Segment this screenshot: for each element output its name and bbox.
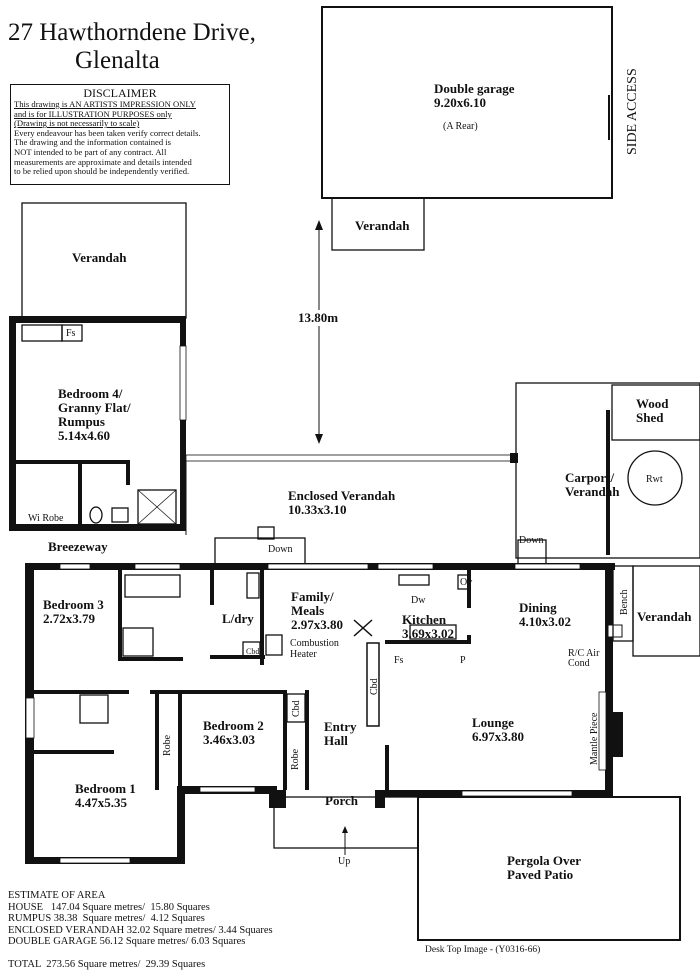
carport-label-1: Carport/ <box>565 470 614 485</box>
wood-shed-label-1: Wood <box>636 396 669 411</box>
area-garage: DOUBLE GARAGE 56.12 Square metres/ 6.03 … <box>8 936 246 947</box>
heater-label-1: Combustion <box>290 638 339 649</box>
pantry-label: P <box>460 655 466 666</box>
down-left-label: Down <box>268 544 292 555</box>
lounge-label: Lounge <box>472 715 514 730</box>
down-right-label: Down <box>519 535 543 546</box>
footer-note: Desk Top Image - (Y0316-66) <box>425 945 541 955</box>
pergola-label-1: Pergola Over <box>507 853 581 868</box>
bedroom4-label-1: Bedroom 4/ <box>58 386 123 401</box>
entry-label-1: Entry <box>324 719 357 734</box>
aircon-label-1: R/C Air <box>568 648 600 659</box>
disclaimer-underlined-1: This drawing is AN ARTISTS IMPRESSION ON… <box>14 99 196 109</box>
garage-note: (A Rear) <box>443 121 478 132</box>
fridge-space-label: Fs <box>66 328 76 339</box>
mantle-piece-label: Mantle Piece <box>589 712 600 765</box>
kitchen-label: Kitchen <box>402 612 447 627</box>
dimension-arrow: 13.80m <box>296 220 342 444</box>
heater-label-2: Heater <box>290 649 317 660</box>
disclaimer-box: DISCLAIMER This drawing is AN ARTISTS IM… <box>10 84 230 185</box>
bench-label: Bench <box>619 589 630 615</box>
kitchen-fridge-label: Fs <box>394 655 404 666</box>
up-arrow <box>342 826 348 855</box>
disclaimer-line: measurements are approximate and details… <box>14 156 192 167</box>
disclaimer-underlined-3: (Drawing is not necessarily to scale) <box>14 118 140 129</box>
laundry-cupboard-label: Cbd <box>246 647 259 656</box>
area-enclosed: ENCLOSED VERANDAH 32.02 Square metres/ 3… <box>8 924 273 936</box>
disclaimer-underlined-2: and is for ILLUSTRATION PURPOSES only <box>14 108 172 119</box>
title-line1: 27 Hawthorndene Drive, <box>8 19 256 46</box>
pergola <box>417 796 681 941</box>
area-estimate: ESTIMATE OF AREA HOUSE 147.04 Square met… <box>8 890 273 970</box>
entry-cupboard-label: Cbd <box>291 700 302 717</box>
main-house-walls <box>25 563 700 864</box>
enclosed-verandah-label: Enclosed Verandah <box>288 488 396 503</box>
pergola-label-2: Paved Patio <box>507 867 573 882</box>
bedroom3-label: Bedroom 3 <box>43 597 104 612</box>
porch-label: Porch <box>325 793 359 808</box>
garage-size: 9.20x6.10 <box>434 95 486 110</box>
bedroom1-size: 4.47x5.35 <box>75 795 128 810</box>
up-label: Up <box>338 856 350 867</box>
bedroom2-robe-label: Robe <box>290 748 301 770</box>
laundry-label: L/dry <box>222 611 254 626</box>
disclaimer-line: NOT intended to be part of any contract.… <box>14 146 167 157</box>
family-label-2: Meals <box>291 603 324 618</box>
area-rumpus: RUMPUS 38.38 Square metres/ 4.12 Squares <box>8 913 205 924</box>
rainwater-tank-label: Rwt <box>646 474 663 485</box>
double-garage: Double garage 9.20x6.10 (A Rear) <box>321 6 613 199</box>
kitchen-size: 3.69x3.02 <box>402 626 454 641</box>
aircon-label-2: Cond <box>568 658 590 669</box>
area-total: TOTAL 273.56 Square metres/ 29.39 Square… <box>8 958 206 970</box>
rear-verandah-label: Verandah <box>72 250 127 265</box>
carport-label-2: Verandah <box>565 484 620 499</box>
carport <box>515 382 700 559</box>
bedroom4-label-2: Granny Flat/ <box>58 400 131 415</box>
garage-label: Double garage <box>434 81 515 96</box>
bedroom1-label: Bedroom 1 <box>75 781 136 796</box>
enclosed-verandah-size: 10.33x3.10 <box>288 502 347 517</box>
family-label-1: Family/ <box>291 589 334 604</box>
lounge-size: 6.97x3.80 <box>472 729 524 744</box>
wi-robe-label: Wi Robe <box>28 513 64 524</box>
area-house: HOUSE 147.04 Square metres/ 15.80 Square… <box>8 901 210 913</box>
bedroom4-label-3: Rumpus <box>58 414 105 429</box>
garage-verandah <box>331 197 425 251</box>
bedroom4-size: 5.14x4.60 <box>58 428 110 443</box>
breezeway-label: Breezeway <box>48 539 108 554</box>
disclaimer-line: Every endeavour has been taken verify co… <box>14 127 201 138</box>
title-line2: Glenalta <box>75 47 160 74</box>
distance-label: 13.80m <box>298 310 338 325</box>
side-access-label: SIDE ACCESS <box>625 68 640 155</box>
side-verandah-label: Verandah <box>637 609 692 624</box>
garage-verandah-label: Verandah <box>355 218 410 233</box>
dining-size: 4.10x3.02 <box>519 614 571 629</box>
granny-flat-walls <box>9 316 187 531</box>
bedroom3-size: 2.72x3.79 <box>43 611 96 626</box>
kitchen-cupboard-label: Cbd <box>369 678 380 695</box>
dining-label: Dining <box>519 600 557 615</box>
family-size: 2.97x3.80 <box>291 617 343 632</box>
enclosed-verandah <box>185 453 547 566</box>
disclaimer-heading: DISCLAIMER <box>83 86 157 100</box>
oven-label: Ov <box>460 577 472 588</box>
bedroom2-size: 3.46x3.03 <box>203 732 256 747</box>
ceiling-fan-icon <box>353 619 373 637</box>
dishwasher-label: Dw <box>411 595 426 606</box>
wood-shed-label-2: Shed <box>636 410 664 425</box>
bedroom1-robe-label: Robe <box>162 734 173 756</box>
bedroom2-label: Bedroom 2 <box>203 718 264 733</box>
disclaimer-line: to be relied upon should be independentl… <box>14 166 190 177</box>
area-heading: ESTIMATE OF AREA <box>8 890 106 901</box>
entry-label-2: Hall <box>324 733 348 748</box>
disclaimer-line: The drawing and the information containe… <box>14 137 172 148</box>
